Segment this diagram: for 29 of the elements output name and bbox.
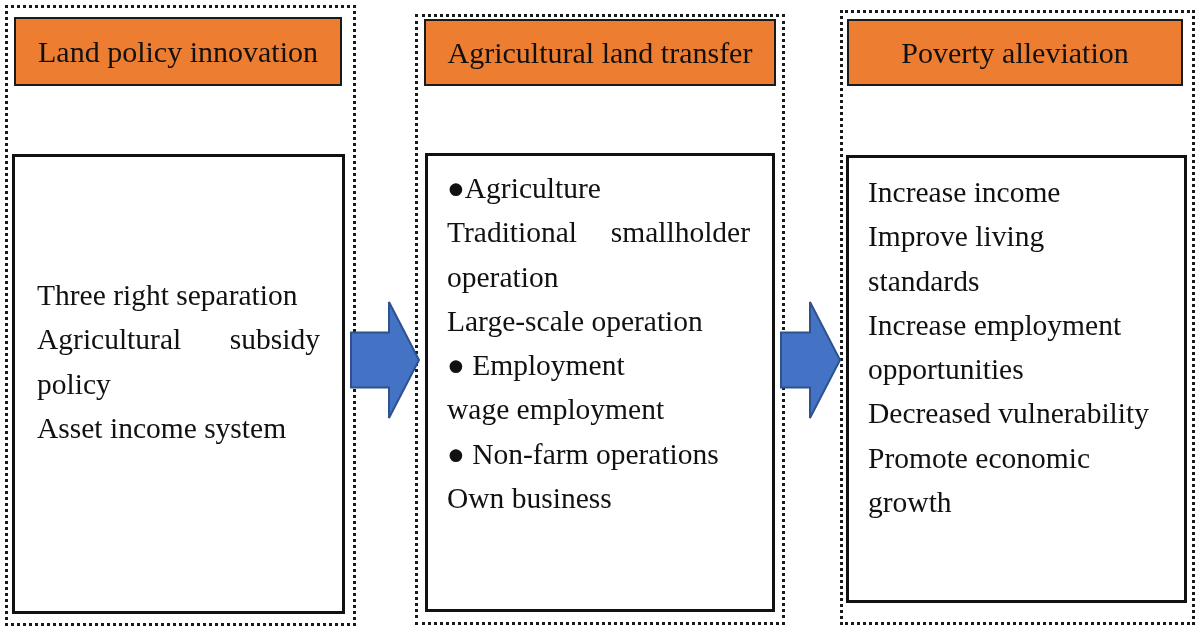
dotted-panel bbox=[5, 5, 356, 626]
item-text: Own business bbox=[447, 481, 613, 517]
header-box bbox=[424, 19, 776, 86]
content-box bbox=[846, 155, 1187, 603]
item-text: Decreased vulnerability bbox=[868, 396, 1150, 432]
item-text: wage employment bbox=[447, 392, 666, 428]
item-text: Agricultural subsidy policy bbox=[37, 322, 320, 402]
header-title: Land policy innovation bbox=[38, 33, 318, 70]
item-text: ● Employment bbox=[447, 348, 626, 384]
item-text: Improve living standards bbox=[868, 219, 1046, 299]
header-box bbox=[14, 17, 342, 86]
dotted-panel bbox=[415, 14, 785, 625]
item-text: ●Agriculture bbox=[447, 171, 602, 206]
item-text: Increase employment opportunities bbox=[868, 307, 1123, 388]
item-text: Three right separation bbox=[37, 278, 299, 313]
dotted-panel bbox=[840, 10, 1195, 625]
content-box bbox=[425, 153, 775, 612]
header-title: Poverty alleviation bbox=[901, 34, 1129, 71]
header-box bbox=[847, 19, 1183, 86]
item-text: Large-scale operation bbox=[447, 303, 704, 339]
item-text: ● Non-farm operations bbox=[447, 436, 720, 472]
content-box bbox=[12, 154, 345, 614]
item-text: Traditional smallholder operation bbox=[447, 215, 750, 295]
item-text: Promote economic growth bbox=[868, 440, 1091, 521]
block-arrow bbox=[780, 301, 842, 419]
item-text: Asset income system bbox=[37, 410, 288, 446]
item-text: Increase income bbox=[868, 175, 1062, 210]
block-arrow bbox=[350, 301, 421, 419]
header-title: Agricultural land transfer bbox=[447, 34, 753, 71]
